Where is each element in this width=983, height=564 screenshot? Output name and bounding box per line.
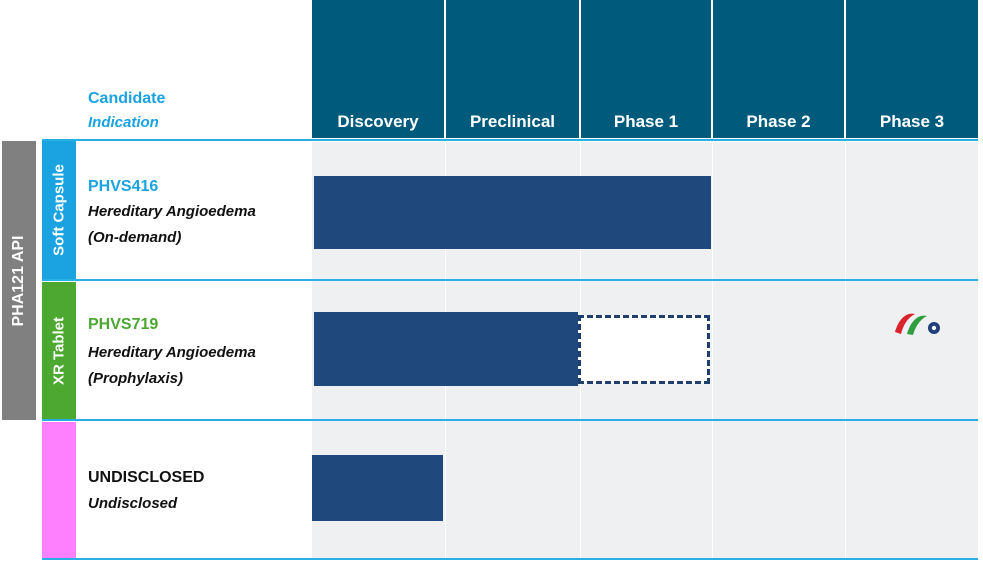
grid-divider xyxy=(712,142,713,560)
indication-text: Hereditary Angioedema xyxy=(88,344,256,361)
formulation-label-xr-tablet: XR Tablet xyxy=(42,282,76,419)
planned-progress-phvs719 xyxy=(578,315,710,384)
formulation-label-text: XR Tablet xyxy=(50,316,68,385)
formulation-label-soft-capsule: Soft Capsule xyxy=(42,141,76,279)
candidate-name: PHVS719 xyxy=(88,316,159,333)
phase-header-phase-2: Phase 2 xyxy=(713,0,844,138)
phase-header-phase-3: Phase 3 xyxy=(846,0,978,138)
row-divider xyxy=(42,139,978,141)
candidate-name: UNDISCLOSED xyxy=(88,469,205,486)
indication-text: (Prophylaxis) xyxy=(88,370,184,387)
indication-text: Hereditary Angioedema xyxy=(88,203,256,220)
row-divider xyxy=(42,558,978,560)
phase-header-discovery: Discovery xyxy=(312,0,444,138)
row-divider xyxy=(42,279,978,281)
candidate-column-header: Candidate xyxy=(88,90,166,107)
progress-bar-undisclosed xyxy=(312,455,443,521)
formulation-label-text: Soft Capsule xyxy=(50,164,68,256)
phase-header-phase-1: Phase 1 xyxy=(581,0,711,138)
indication-column-header: Indication xyxy=(88,114,159,131)
api-label-text: PHA121 API xyxy=(10,235,27,326)
phase-header-preclinical: Preclinical xyxy=(446,0,579,138)
progress-bar-phvs719 xyxy=(314,312,578,386)
indication-text: Undisclosed xyxy=(88,495,178,512)
candidate-name: PHVS416 xyxy=(88,178,159,195)
grid-divider xyxy=(845,142,846,560)
row-divider xyxy=(42,419,978,421)
company-logo-icon xyxy=(895,313,940,335)
progress-bar-phvs416 xyxy=(314,176,711,249)
api-group-label: PHA121 API xyxy=(2,141,36,420)
formulation-label-undisclosed xyxy=(42,422,76,558)
indication-text: (On-demand) xyxy=(88,229,182,246)
